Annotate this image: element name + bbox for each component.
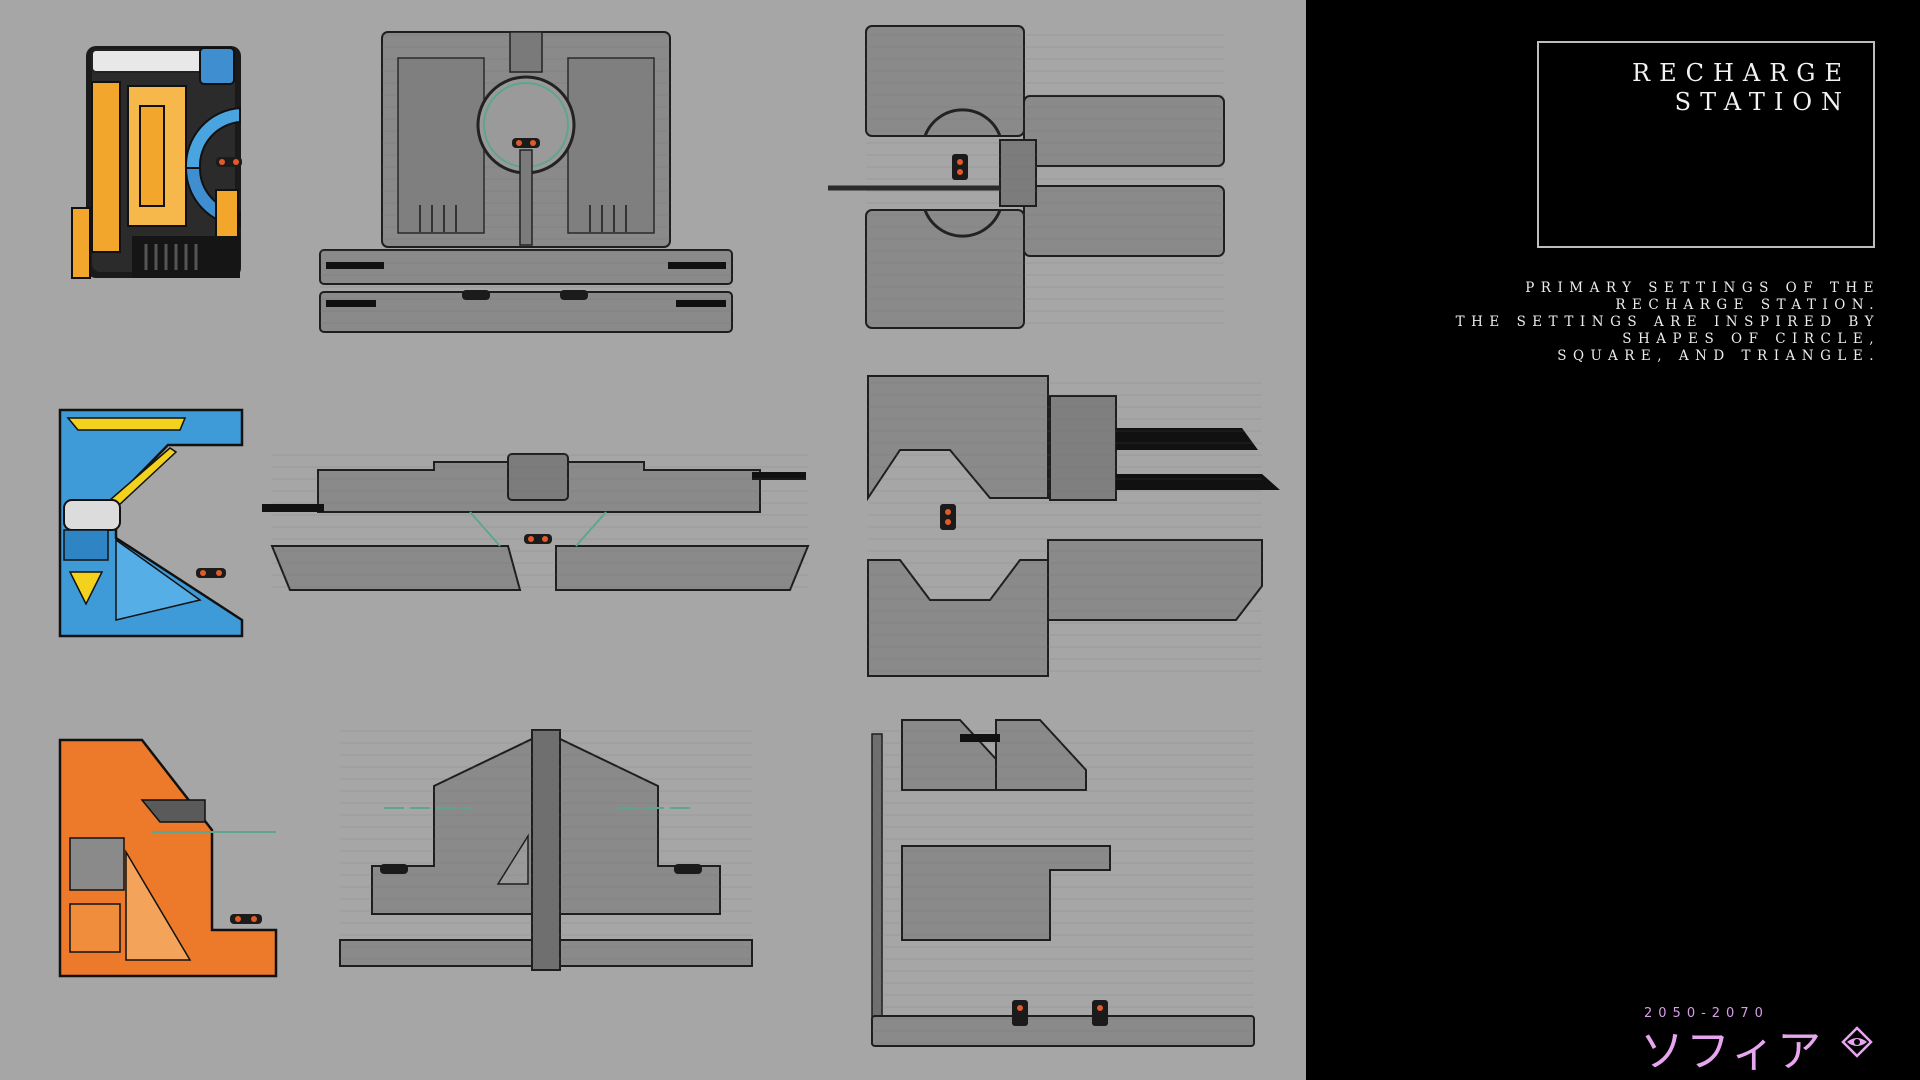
circle-station-top-view bbox=[828, 25, 1225, 329]
circle-station-colored bbox=[71, 46, 242, 279]
description-line: THE SETTINGS ARE INSPIRED BY bbox=[1455, 314, 1880, 330]
triangle-station-colored bbox=[58, 738, 278, 978]
triangle-station-front-view bbox=[339, 729, 753, 971]
description-line: RECHARGE STATION. bbox=[1615, 297, 1880, 313]
brand-name: ソフィア bbox=[1640, 1026, 1824, 1077]
description-line: SHAPES OF CIRCLE, bbox=[1622, 331, 1880, 347]
triangle-station-top-view bbox=[871, 719, 1255, 1047]
square-station-top-view bbox=[867, 375, 1280, 677]
eye-triangle-icon bbox=[1841, 1026, 1873, 1058]
description: PRIMARY SETTINGS OF THE RECHARGE STATION… bbox=[1320, 280, 1880, 365]
title-line-2: STATION bbox=[1674, 88, 1851, 116]
title-frame: RECHARGE STATION bbox=[1537, 41, 1875, 248]
title-line-1: RECHARGE bbox=[1632, 59, 1851, 87]
square-station-colored bbox=[58, 408, 244, 638]
side-panel bbox=[1306, 0, 1920, 1080]
circle-station-front-view bbox=[319, 31, 733, 333]
description-line: SQUARE, AND TRIANGLE. bbox=[1557, 348, 1880, 364]
brand-years: 2050-2070 bbox=[1644, 1006, 1769, 1021]
square-station-front-view bbox=[262, 453, 810, 591]
description-line: PRIMARY SETTINGS OF THE bbox=[1525, 280, 1880, 296]
